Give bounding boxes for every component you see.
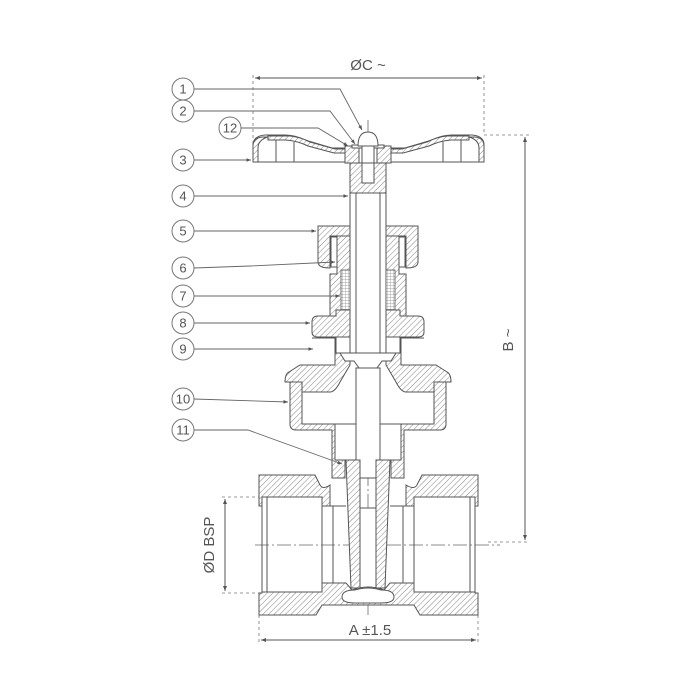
balloon-7: 7 bbox=[171, 284, 195, 308]
svg-text:7: 7 bbox=[179, 289, 186, 304]
svg-text:3: 3 bbox=[179, 153, 186, 168]
dimension-b: B ~ bbox=[484, 134, 530, 543]
dimension-c-label: ØC ~ bbox=[350, 57, 386, 74]
balloon-6: 6 bbox=[171, 256, 195, 280]
body-upper bbox=[289, 367, 447, 479]
svg-text:6: 6 bbox=[179, 261, 186, 276]
wedge bbox=[345, 459, 391, 589]
dimension-c: ØC ~ bbox=[252, 57, 485, 160]
balloon-8: 8 bbox=[171, 311, 195, 335]
dimension-a-label: A ±1.5 bbox=[349, 622, 391, 639]
balloon-10: 10 bbox=[171, 387, 195, 411]
svg-text:4: 4 bbox=[179, 189, 186, 204]
stem bbox=[349, 162, 387, 354]
leader-lines bbox=[193, 88, 363, 465]
balloon-2: 2 bbox=[171, 99, 195, 123]
svg-text:10: 10 bbox=[176, 392, 190, 407]
svg-text:8: 8 bbox=[179, 316, 186, 331]
dimension-d-label: ØD BSP bbox=[201, 517, 218, 574]
balloon-4: 4 bbox=[171, 184, 195, 208]
valve-body bbox=[258, 474, 479, 616]
svg-text:2: 2 bbox=[179, 104, 186, 119]
dimension-b-label: B ~ bbox=[500, 328, 517, 351]
balloon-3: 3 bbox=[171, 148, 195, 172]
balloon-12: 12 bbox=[218, 116, 242, 140]
svg-text:5: 5 bbox=[179, 224, 186, 239]
svg-text:12: 12 bbox=[223, 121, 237, 136]
balloon-11: 11 bbox=[171, 418, 195, 442]
balloon-9: 9 bbox=[171, 337, 195, 361]
balloon-1: 1 bbox=[171, 77, 195, 101]
balloon-5: 5 bbox=[171, 219, 195, 243]
bonnet bbox=[311, 309, 425, 338]
dimension-d: ØD BSP bbox=[201, 496, 262, 594]
svg-text:11: 11 bbox=[176, 423, 190, 438]
svg-text:9: 9 bbox=[179, 342, 186, 357]
dimension-a: A ±1.5 bbox=[258, 615, 479, 645]
svg-text:1: 1 bbox=[179, 82, 186, 97]
handwheel bbox=[252, 131, 485, 177]
bonnet-lower bbox=[284, 337, 452, 393]
